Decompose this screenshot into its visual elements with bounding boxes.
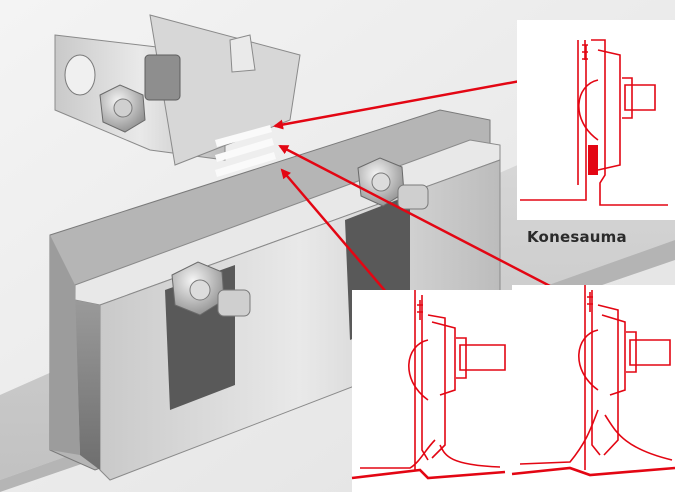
detail-bottom-right xyxy=(511,285,675,492)
arrow-to-bottom-right-detail xyxy=(278,144,578,302)
detail-top-konesauma xyxy=(517,20,675,220)
detail-caption: Konesauma xyxy=(527,228,627,246)
lower-bolt-left xyxy=(171,261,251,317)
upper-bolt-head xyxy=(99,84,146,133)
detail-bottom-left xyxy=(351,290,512,492)
lower-bolt-right xyxy=(357,157,429,210)
